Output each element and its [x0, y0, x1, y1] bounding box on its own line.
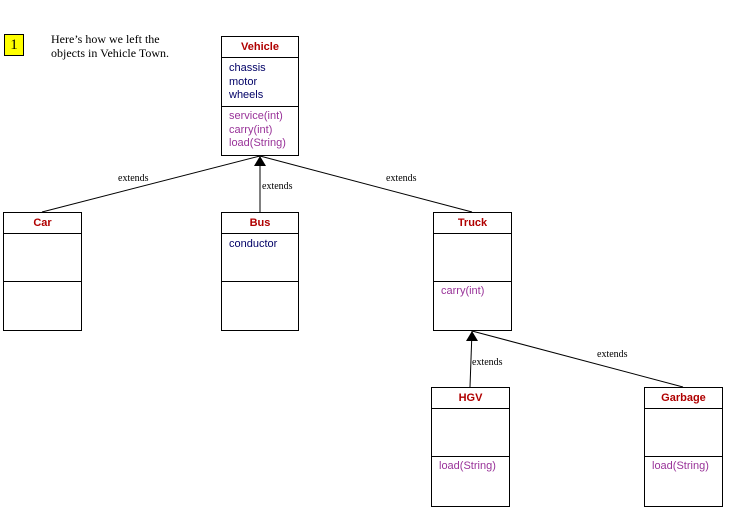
operation: carry(int)	[229, 123, 273, 136]
link-garbage-truck	[471, 330, 684, 388]
class-attributes	[434, 234, 511, 282]
class-name: Bus	[222, 213, 298, 234]
class-bus: Bus conductor	[221, 212, 299, 331]
link-truck-vehicle	[259, 155, 473, 213]
attribute: wheels	[229, 89, 264, 101]
extends-label-garbage: extends	[597, 349, 628, 360]
class-operations: carry(int)	[434, 282, 511, 299]
class-operations: load(String)	[645, 457, 722, 474]
class-vehicle: Vehicle chassis motor wheels service(int…	[221, 36, 299, 156]
class-name: Vehicle	[222, 37, 298, 58]
operation: service(int)	[229, 110, 283, 122]
class-truck: Truck carry(int)	[433, 212, 512, 331]
class-operations: load(String)	[432, 457, 509, 474]
arrowhead-vehicle	[254, 156, 266, 166]
class-car: Car	[3, 212, 82, 331]
extends-label-truck: extends	[386, 173, 417, 184]
class-name: Car	[4, 213, 81, 234]
arrowhead-truck	[466, 331, 478, 341]
operation: load(String)	[652, 460, 709, 472]
attribute: conductor	[229, 238, 278, 250]
operation: carry(int)	[441, 285, 485, 297]
class-name: Garbage	[645, 388, 722, 409]
class-attributes	[645, 409, 722, 457]
attribute: motor	[229, 75, 258, 88]
slide-number-badge: 1	[4, 34, 24, 56]
operation: load(String)	[439, 460, 496, 472]
extends-label-bus: extends	[262, 181, 293, 192]
class-name: HGV	[432, 388, 509, 409]
intro-text: Here’s how we left the objects in Vehicl…	[51, 32, 211, 60]
class-name: Truck	[434, 213, 511, 234]
attribute: chassis	[229, 62, 266, 74]
intro-line: objects in Vehicle Town.	[51, 46, 170, 60]
class-operations	[4, 282, 81, 285]
extends-label-car: extends	[118, 173, 149, 184]
intro-line: Here’s how we left the	[51, 32, 160, 46]
class-attributes	[432, 409, 509, 457]
operation: load(String)	[229, 137, 286, 149]
class-attributes: chassis motor wheels	[222, 58, 298, 107]
extends-label-hgv: extends	[472, 357, 503, 368]
class-operations: service(int) carry(int) load(String)	[222, 107, 298, 151]
class-garbage: Garbage load(String)	[644, 387, 723, 507]
class-attributes: conductor	[222, 234, 298, 282]
class-operations	[222, 282, 298, 285]
link-car-vehicle	[41, 155, 261, 213]
class-attributes	[4, 234, 81, 282]
class-hgv: HGV load(String)	[431, 387, 510, 507]
